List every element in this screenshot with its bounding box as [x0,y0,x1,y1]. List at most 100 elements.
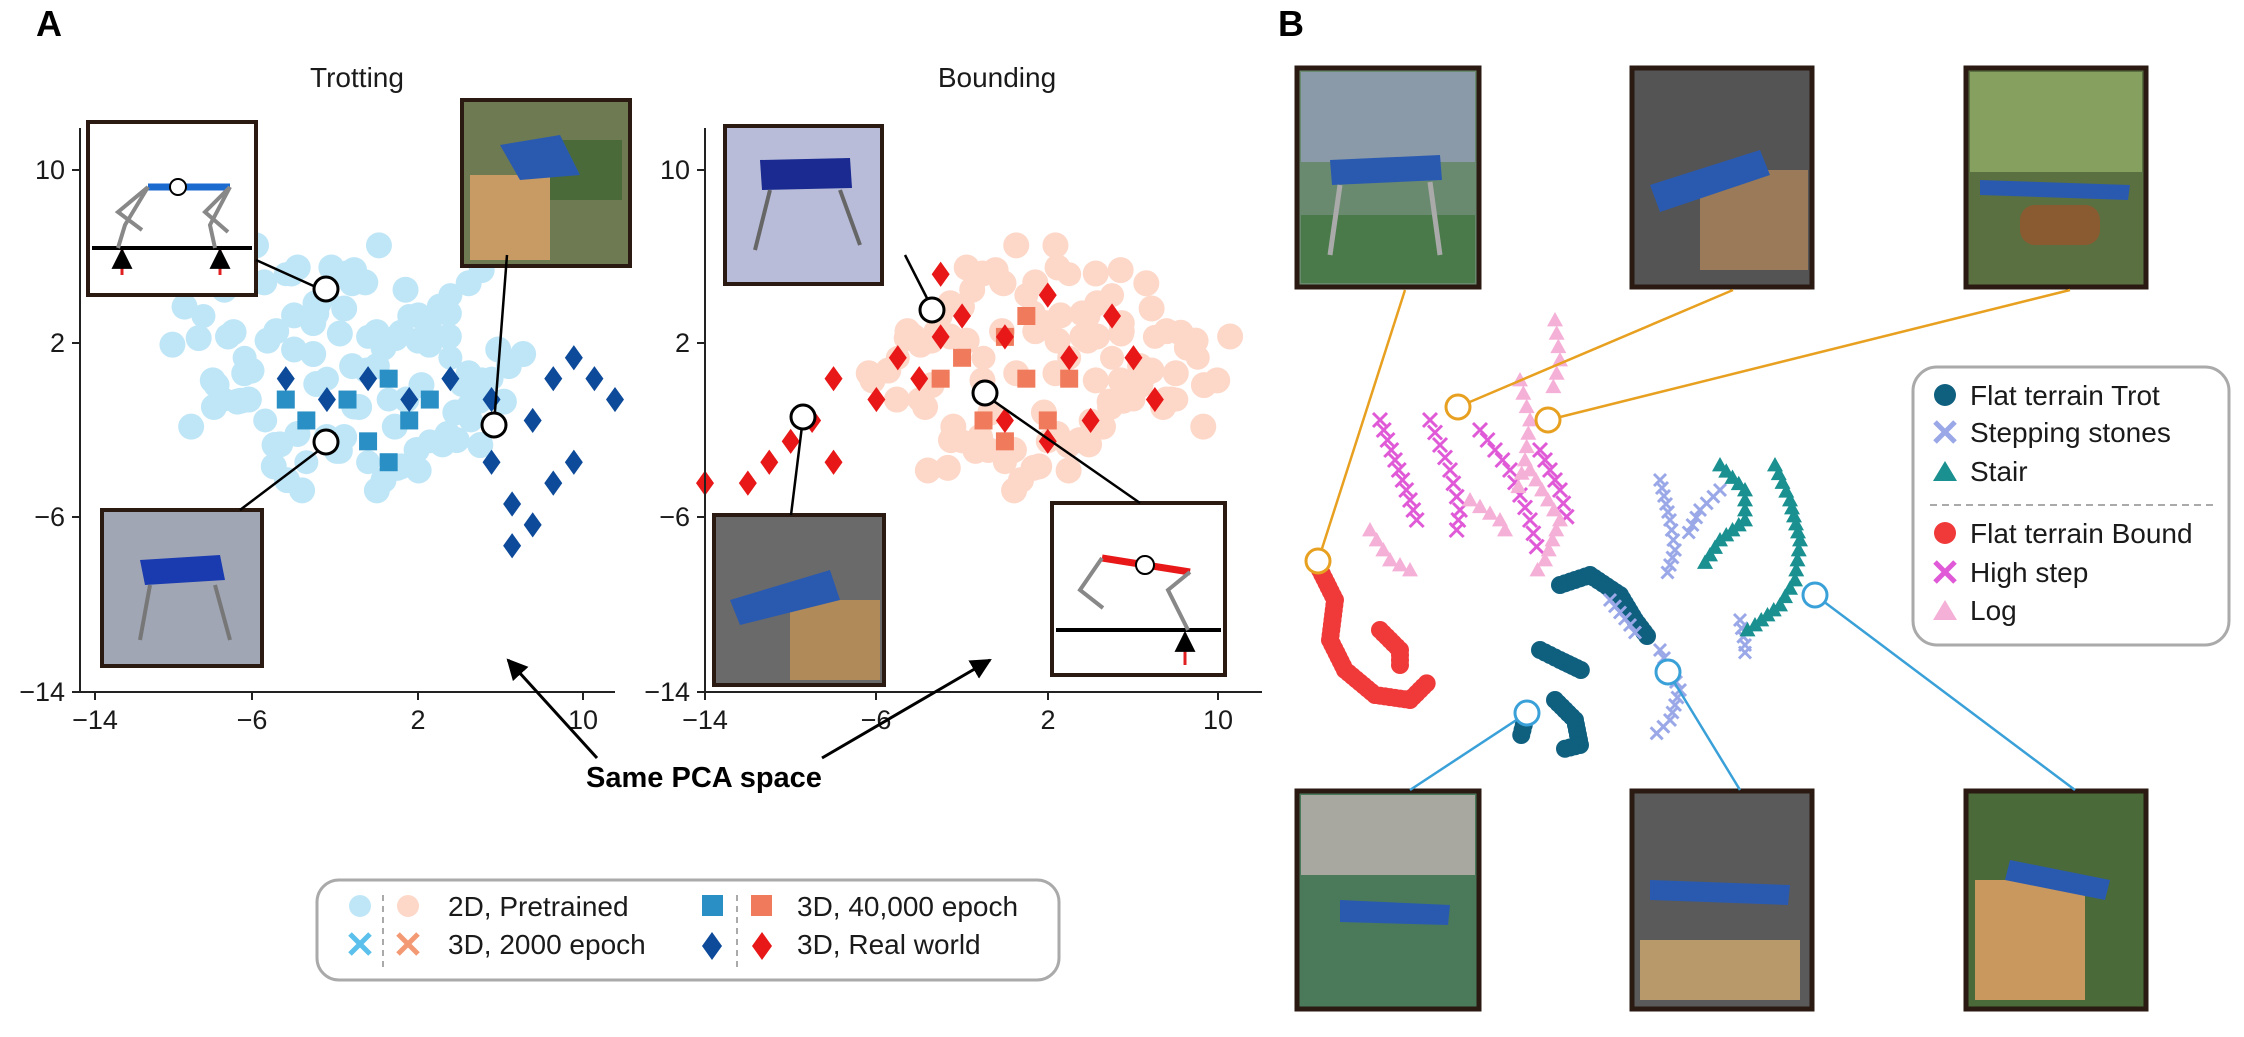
embedding-point [1547,312,1563,327]
data-point [1055,457,1082,484]
legend-marker [397,895,419,917]
legend-label: Log [1970,595,2017,626]
legend-marker [1933,461,1957,481]
data-point [953,348,972,367]
y-tick-label: −14 [19,677,65,707]
photo-flat-trot-top [1294,65,1482,290]
embedding-point [1689,510,1704,525]
data-point [1082,260,1109,287]
legend-marker [348,932,372,956]
embedding-point [1697,554,1713,569]
embedding-point [1784,500,1800,515]
data-point [1190,372,1217,399]
data-point [1060,345,1079,371]
data-point [397,304,422,328]
data-point [1038,411,1057,430]
embedding-point [1392,557,1408,572]
data-point [738,470,757,496]
data-point [824,449,843,475]
embedding-point [1368,532,1385,547]
x-tick-label: −14 [682,705,728,735]
x-tick-label: 2 [410,705,425,735]
embedding-point [1379,431,1396,449]
panel-letter-b: B [1278,3,1304,44]
data-point [1082,367,1109,394]
data-point [1185,345,1210,370]
data-point [276,366,295,392]
pca-arrow-left [506,658,599,760]
pca-annotation: Same PCA space [586,762,822,794]
legend-marker [702,895,723,916]
data-point [417,429,442,454]
panel-letter-a: A [36,3,62,44]
data-point [191,304,216,328]
embedding-point [1521,511,1539,529]
schematic-inset-bound [1050,501,1227,677]
embedding-point [1405,501,1422,519]
data-point [971,345,996,370]
embedding-point [1375,421,1392,439]
embedding-point [1375,542,1392,557]
x-tick-label: −6 [237,705,268,735]
data-point [359,432,378,451]
legend-marker [752,932,772,960]
trotting-marks [159,232,624,559]
legend-label: Stair [1970,456,2028,487]
embedding-point [1534,482,1550,497]
data-point [1014,283,1039,308]
data-point [232,345,257,370]
data-point [1107,367,1134,394]
data-point [185,325,212,352]
embedding-point [1528,538,1545,555]
legend-marker [396,932,420,956]
data-point [212,387,237,412]
data-point [974,411,993,430]
photo-forest-log [1963,65,2149,290]
embedding-point [1790,542,1807,557]
embedding-point [1479,431,1496,449]
embedding-point [1747,617,1763,632]
data-point [326,320,353,347]
data-point [1108,318,1135,345]
panel-b-photos [1294,65,2149,1012]
data-point [503,533,522,559]
y-tick-label: −6 [34,502,65,532]
legend-marker [1934,384,1956,406]
data-point [253,408,278,433]
data-point [338,390,357,409]
chart-title: Trotting [310,62,404,93]
embedding-point [1737,502,1753,517]
data-point [971,262,996,287]
embedding-point [1518,398,1535,414]
embedding-point [1492,512,1508,527]
data-point [1190,413,1217,440]
data-point [992,450,1017,475]
data-point [1124,345,1143,371]
embedding-point [1737,482,1753,497]
y-tick-label: −14 [644,677,690,707]
embedding-point [1692,502,1708,518]
data-point [438,283,463,308]
embedding-point [1436,449,1454,466]
data-point [1103,303,1122,329]
data-point [379,369,398,388]
data-point [214,323,241,350]
embedding-point [1522,412,1538,427]
embedding-point [1431,436,1449,454]
embedding-point [1638,627,1656,645]
data-point [934,454,961,481]
embedding-point [1426,424,1444,441]
data-point [953,303,972,329]
data-point [995,407,1014,434]
data-point [331,295,358,322]
embedding-point [1471,421,1489,439]
data-point [438,345,463,370]
data-point [420,390,439,409]
photo-flat-field [1294,788,1482,1012]
data-point [1060,369,1079,388]
data-point [376,387,401,412]
leader-lines-a [239,254,1141,516]
data-point [1107,257,1134,284]
embedding-point [1649,726,1664,741]
